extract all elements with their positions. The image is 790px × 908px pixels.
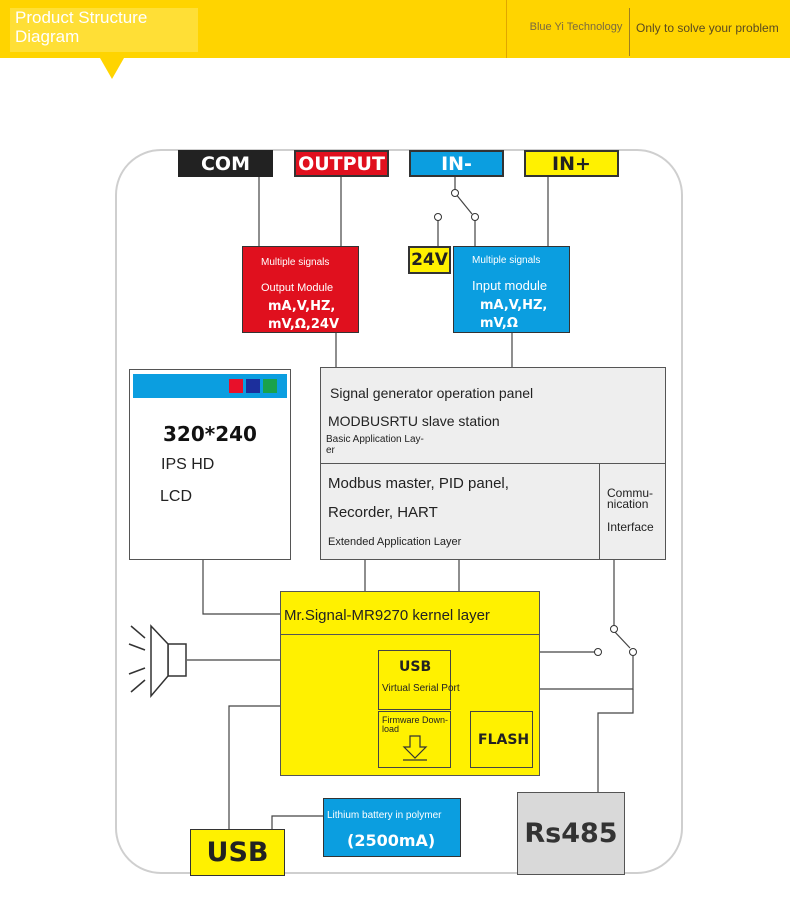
flash-label: FLASH xyxy=(478,732,530,748)
comm-line1: Commu- xyxy=(607,486,654,500)
page-title-line2: Diagram xyxy=(15,27,80,46)
output-module-line2: Output Module xyxy=(261,282,334,294)
output-terminal: OUTPUT xyxy=(294,150,389,177)
basic-application-layer: Signal generator operation panel MODBUSR… xyxy=(320,367,666,464)
lcd-color-green xyxy=(263,379,277,393)
firmware-line1: Firmware Down- xyxy=(382,715,449,725)
kernel-layer: Mr.Signal-MR9270 kernel layer USB Virtua… xyxy=(280,591,540,776)
com-terminal: COM xyxy=(178,150,273,177)
firmware-line2: load xyxy=(382,724,400,734)
lcd-color-red xyxy=(229,379,243,393)
extended-panel-line1: Modbus master, PID panel, xyxy=(328,475,509,492)
lcd-title-bar xyxy=(133,374,287,398)
lcd-type: IPS HD xyxy=(161,456,215,473)
input-module-line3: mA,V,HZ, xyxy=(480,298,548,313)
input-module: Multiple signals Input module mA,V,HZ, m… xyxy=(453,246,570,333)
comm-line3: Interface xyxy=(607,520,654,534)
lcd-resolution: 320*240 xyxy=(163,422,257,446)
page-title: Product Structure Diagram xyxy=(10,8,198,52)
speaker-icon xyxy=(128,624,187,699)
lcd-module: 320*240 IPS HD LCD xyxy=(129,369,291,560)
extended-panel-line3: Extended Application Layer xyxy=(328,536,462,548)
header-pointer xyxy=(100,58,124,79)
24v-terminal: 24V xyxy=(408,246,451,274)
battery-module: Lithium battery in polymer (2500mA) xyxy=(323,798,461,857)
comm-line2: nication xyxy=(607,497,649,511)
company-slogan: Only to solve your problem xyxy=(636,21,779,35)
usb-port: USB xyxy=(190,829,285,876)
kernel-usb-label: USB xyxy=(399,659,432,675)
basic-panel-line2: MODBUSRTU slave station xyxy=(328,413,500,429)
firmware-download-box: Firmware Down- load xyxy=(378,711,451,768)
basic-panel-line1: Signal generator operation panel xyxy=(330,385,534,401)
in-plus-terminal: IN+ xyxy=(524,150,619,177)
lcd-kind: LCD xyxy=(160,488,193,505)
kernel-usb-sub: Virtual Serial Port xyxy=(382,683,460,694)
output-module: Multiple signals Output Module mA,V,HZ, … xyxy=(242,246,359,333)
battery-line2: (2500mA) xyxy=(347,831,436,850)
output-module-line3: mA,V,HZ, xyxy=(268,299,336,314)
lcd-color-blue xyxy=(246,379,260,393)
extended-application-layer: Modbus master, PID panel, Recorder, HART… xyxy=(320,463,600,560)
download-arrow-icon xyxy=(402,735,428,761)
basic-panel-line3: Basic Application Lay- xyxy=(326,434,424,445)
header-divider xyxy=(629,8,630,56)
flash-box: FLASH xyxy=(470,711,533,768)
rs485-port: Rs485 xyxy=(517,792,625,875)
communication-interface: Commu- nication Interface xyxy=(599,463,666,560)
output-module-line1: Multiple signals xyxy=(261,257,330,268)
basic-panel-line4: er xyxy=(326,445,335,456)
company-name: Blue Yi Technology xyxy=(529,21,623,33)
input-module-line4: mV,Ω xyxy=(480,316,518,331)
kernel-title: Mr.Signal-MR9270 kernel layer xyxy=(284,607,490,624)
input-module-line1: Multiple signals xyxy=(472,255,541,266)
page-title-line1: Product Structure xyxy=(15,8,148,27)
extended-panel-line2: Recorder, HART xyxy=(328,504,438,521)
battery-line1: Lithium battery in polymer xyxy=(327,810,442,821)
kernel-divider xyxy=(281,634,539,635)
in-minus-terminal: IN- xyxy=(409,150,504,177)
kernel-usb-box: USB Virtual Serial Port xyxy=(378,650,460,710)
output-module-line4: mV,Ω,24V xyxy=(268,317,340,332)
header-divider xyxy=(506,0,507,58)
input-module-line2: Input module xyxy=(472,278,548,293)
